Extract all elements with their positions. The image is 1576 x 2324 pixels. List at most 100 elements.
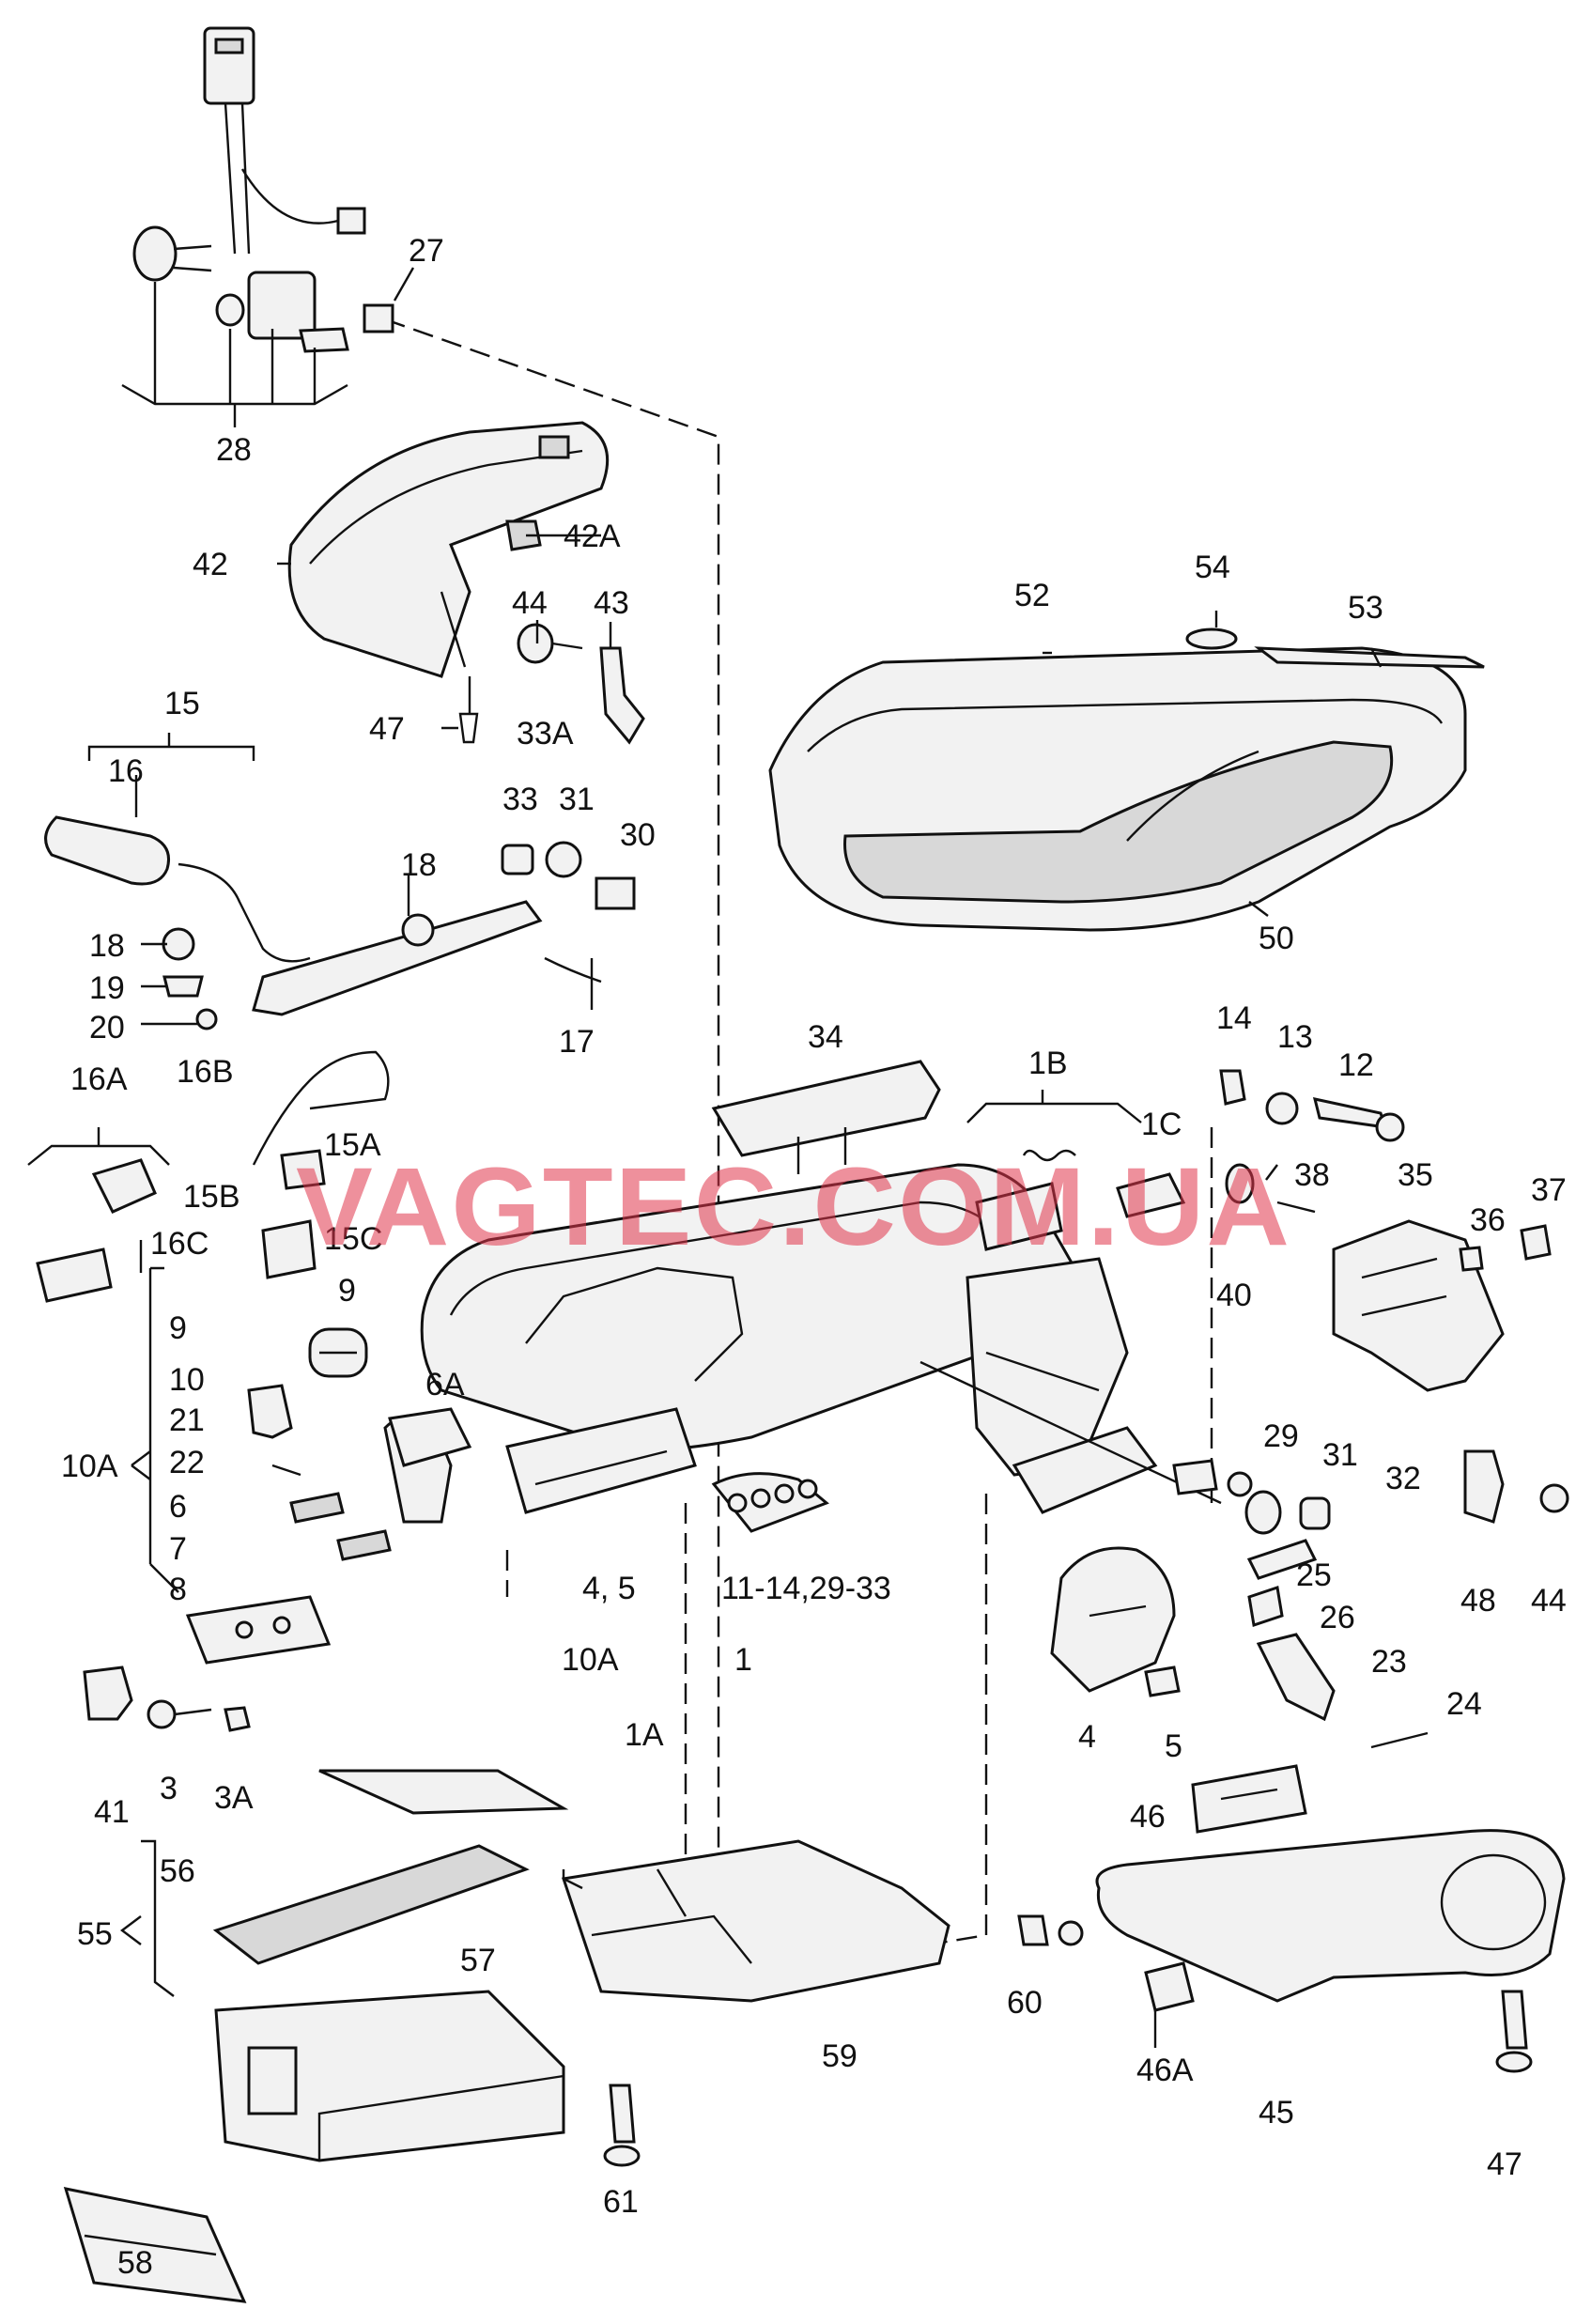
callout-36: 36: [1470, 1202, 1506, 1238]
callout-10: 10: [169, 1362, 205, 1398]
callout-22: 22: [169, 1445, 205, 1480]
callout-1A: 1A: [625, 1717, 664, 1753]
release-handle-assembly: [44, 733, 636, 1030]
callout-42: 42: [193, 547, 228, 582]
callout-3: 3: [160, 1771, 178, 1806]
callout-40: 40: [1216, 1278, 1252, 1313]
callout-16B: 16B: [177, 1054, 234, 1090]
callout-10A-left: 10A: [61, 1449, 118, 1484]
callout-33: 33: [502, 782, 538, 817]
callout-13: 13: [1277, 1019, 1313, 1055]
callout-37: 37: [1531, 1172, 1567, 1208]
callout-31-top: 31: [559, 782, 595, 817]
callout-46A: 46A: [1136, 2053, 1194, 2088]
callout-42A: 42A: [564, 519, 621, 554]
callout-16: 16: [108, 753, 144, 789]
bracket-43: [517, 623, 645, 745]
hinge-hardware-assembly: [1172, 1449, 1569, 1535]
callout-15B: 15B: [183, 1179, 240, 1215]
callout-56: 56: [160, 1853, 195, 1889]
callout-48: 48: [1460, 1583, 1496, 1619]
callout-58: 58: [117, 2245, 153, 2281]
callout-47-bottom: 47: [1487, 2146, 1522, 2182]
callout-5-right: 5: [1165, 1728, 1182, 1764]
height-adjuster-assembly: [131, 1266, 472, 1665]
callout-50: 50: [1259, 921, 1294, 956]
watermark-text: VAGTEC.COM.UA: [296, 1145, 1291, 1269]
callout-38: 38: [1294, 1157, 1330, 1193]
bottom-left-fasteners: [83, 1666, 251, 1732]
right-bracket-assembly: [1219, 1069, 1552, 1392]
callout-6: 6: [169, 1489, 187, 1525]
callout-29: 29: [1263, 1418, 1299, 1454]
callout-1C: 1C: [1141, 1107, 1182, 1142]
callout-9-top: 9: [338, 1273, 356, 1309]
cable-assembly: [27, 1050, 390, 1303]
callout-61: 61: [603, 2184, 639, 2220]
cover-34: [711, 1060, 941, 1174]
callout-16A: 16A: [70, 1061, 128, 1097]
callout-21: 21: [169, 1402, 205, 1438]
callout-44-top: 44: [512, 585, 548, 621]
callout-44-right: 44: [1531, 1583, 1567, 1619]
callout-20: 20: [89, 1010, 125, 1046]
callout-10A-bottom: 10A: [562, 1642, 619, 1678]
callout-53: 53: [1348, 590, 1383, 626]
callout-47-top: 47: [369, 711, 405, 747]
callout-46: 46: [1130, 1799, 1166, 1835]
callout-26: 26: [1320, 1600, 1355, 1635]
callout-labels: 27 28 42 42A 44 43 47 15 16 33A 33 31 30…: [61, 233, 1567, 2281]
callout-35: 35: [1398, 1157, 1433, 1193]
callout-52: 52: [1014, 578, 1050, 613]
side-trim-cover: [1095, 1764, 1566, 2073]
callout-41: 41: [94, 1794, 130, 1830]
callout-16C: 16C: [150, 1226, 209, 1262]
callout-14: 14: [1216, 1000, 1252, 1036]
callout-28: 28: [216, 432, 252, 468]
callout-23: 23: [1371, 1644, 1407, 1680]
callout-12: 12: [1338, 1047, 1374, 1083]
callout-1B: 1B: [1028, 1046, 1068, 1081]
callout-27: 27: [409, 233, 444, 269]
callout-19: 19: [89, 970, 125, 1006]
callout-57: 57: [460, 1943, 496, 1978]
callout-45: 45: [1259, 2095, 1294, 2130]
callout-30: 30: [620, 817, 656, 853]
seat-belt-buckle-assembly: [121, 26, 394, 427]
callout-34: 34: [808, 1019, 843, 1055]
callout-24: 24: [1446, 1686, 1482, 1722]
callout-31-right: 31: [1322, 1437, 1358, 1473]
mounting-screws: [603, 1914, 1084, 2167]
callout-11-14-29-33-group: 11-14,29-33: [721, 1571, 891, 1606]
callout-55: 55: [77, 1916, 113, 1952]
outer-trim-panel: [287, 421, 610, 744]
callout-59: 59: [822, 2038, 858, 2074]
callout-32: 32: [1385, 1461, 1421, 1496]
callout-9-left: 9: [169, 1310, 187, 1346]
leader-lines: [134, 267, 1383, 1181]
callout-15C: 15C: [324, 1221, 382, 1257]
recliner-mechanism: [1050, 1539, 1429, 1749]
callout-1: 1: [734, 1642, 752, 1678]
callout-15A: 15A: [324, 1127, 381, 1163]
callout-6A: 6A: [425, 1367, 465, 1402]
dashed-guide-lines: [384, 318, 1213, 1946]
callout-33A: 33A: [517, 716, 574, 751]
callout-8: 8: [169, 1572, 187, 1607]
callout-15: 15: [164, 686, 200, 721]
spring-1b-assembly: [966, 1090, 1186, 1251]
callout-18-left: 18: [89, 928, 125, 964]
callout-4-5-group: 4, 5: [582, 1571, 636, 1606]
seat-frame: [420, 1163, 1222, 1533]
callout-17: 17: [559, 1024, 595, 1060]
seat-cushion: [768, 627, 1485, 932]
callout-4-right: 4: [1078, 1719, 1096, 1755]
callout-60: 60: [1007, 1985, 1043, 2021]
callout-3A: 3A: [214, 1780, 254, 1816]
callout-7: 7: [169, 1531, 187, 1567]
callout-25: 25: [1296, 1557, 1332, 1593]
callout-18-right: 18: [401, 847, 437, 883]
storage-drawer-assembly: [63, 1769, 950, 2303]
callout-43: 43: [594, 585, 629, 621]
